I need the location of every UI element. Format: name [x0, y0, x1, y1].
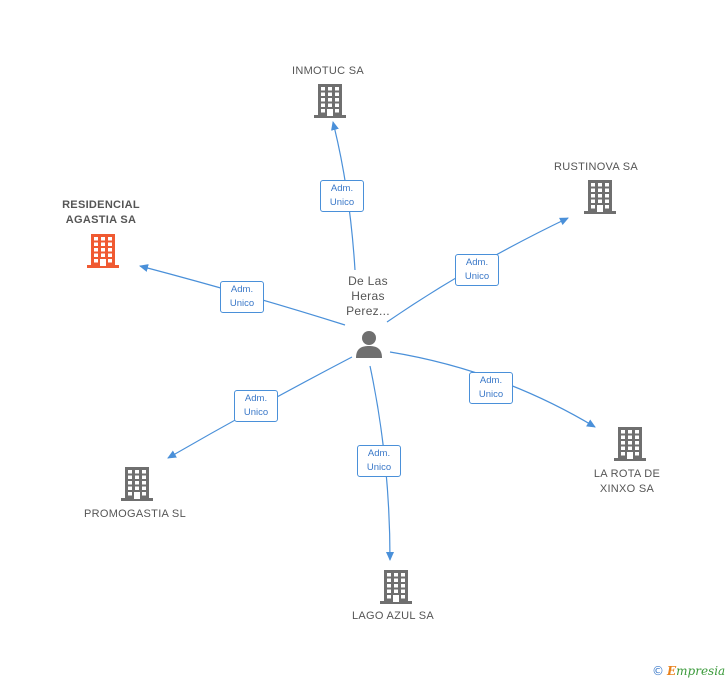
building-icon[interactable]	[314, 84, 346, 123]
footer-brand[interactable]: ©Empresia	[652, 664, 725, 678]
company-label-residencial[interactable]: RESIDENCIAL AGASTIA SA	[62, 199, 140, 226]
company-label-lago-azul[interactable]: LAGO AZUL SA	[351, 610, 435, 622]
building-icon[interactable]	[614, 427, 646, 466]
brand-logo-letter: E	[667, 664, 677, 678]
brand-name: mpresia	[676, 664, 726, 678]
edge-label[interactable]: Adm. Unico	[455, 254, 499, 286]
building-icon[interactable]	[87, 234, 119, 273]
edge-label[interactable]: Adm. Unico	[234, 390, 278, 422]
building-icon[interactable]	[380, 570, 412, 609]
edge-label[interactable]: Adm. Unico	[320, 180, 364, 212]
company-label-la-rota[interactable]: LA ROTA DE XINXO SA	[593, 468, 661, 495]
edge-label[interactable]: Adm. Unico	[220, 281, 264, 313]
center-person-label[interactable]: De Las Heras Perez...	[346, 274, 390, 318]
building-icon[interactable]	[584, 180, 616, 219]
edge-label[interactable]: Adm. Unico	[357, 445, 401, 477]
company-label-inmotuc[interactable]: INMOTUC SA	[291, 65, 365, 77]
company-label-promogastia[interactable]: PROMOGASTIA SL	[83, 508, 186, 520]
edge-label[interactable]: Adm. Unico	[469, 372, 513, 404]
company-label-rustinova[interactable]: RUSTINOVA SA	[553, 161, 639, 173]
building-icon[interactable]	[121, 467, 153, 506]
person-icon[interactable]	[354, 330, 384, 360]
copyright-symbol: ©	[652, 664, 664, 678]
